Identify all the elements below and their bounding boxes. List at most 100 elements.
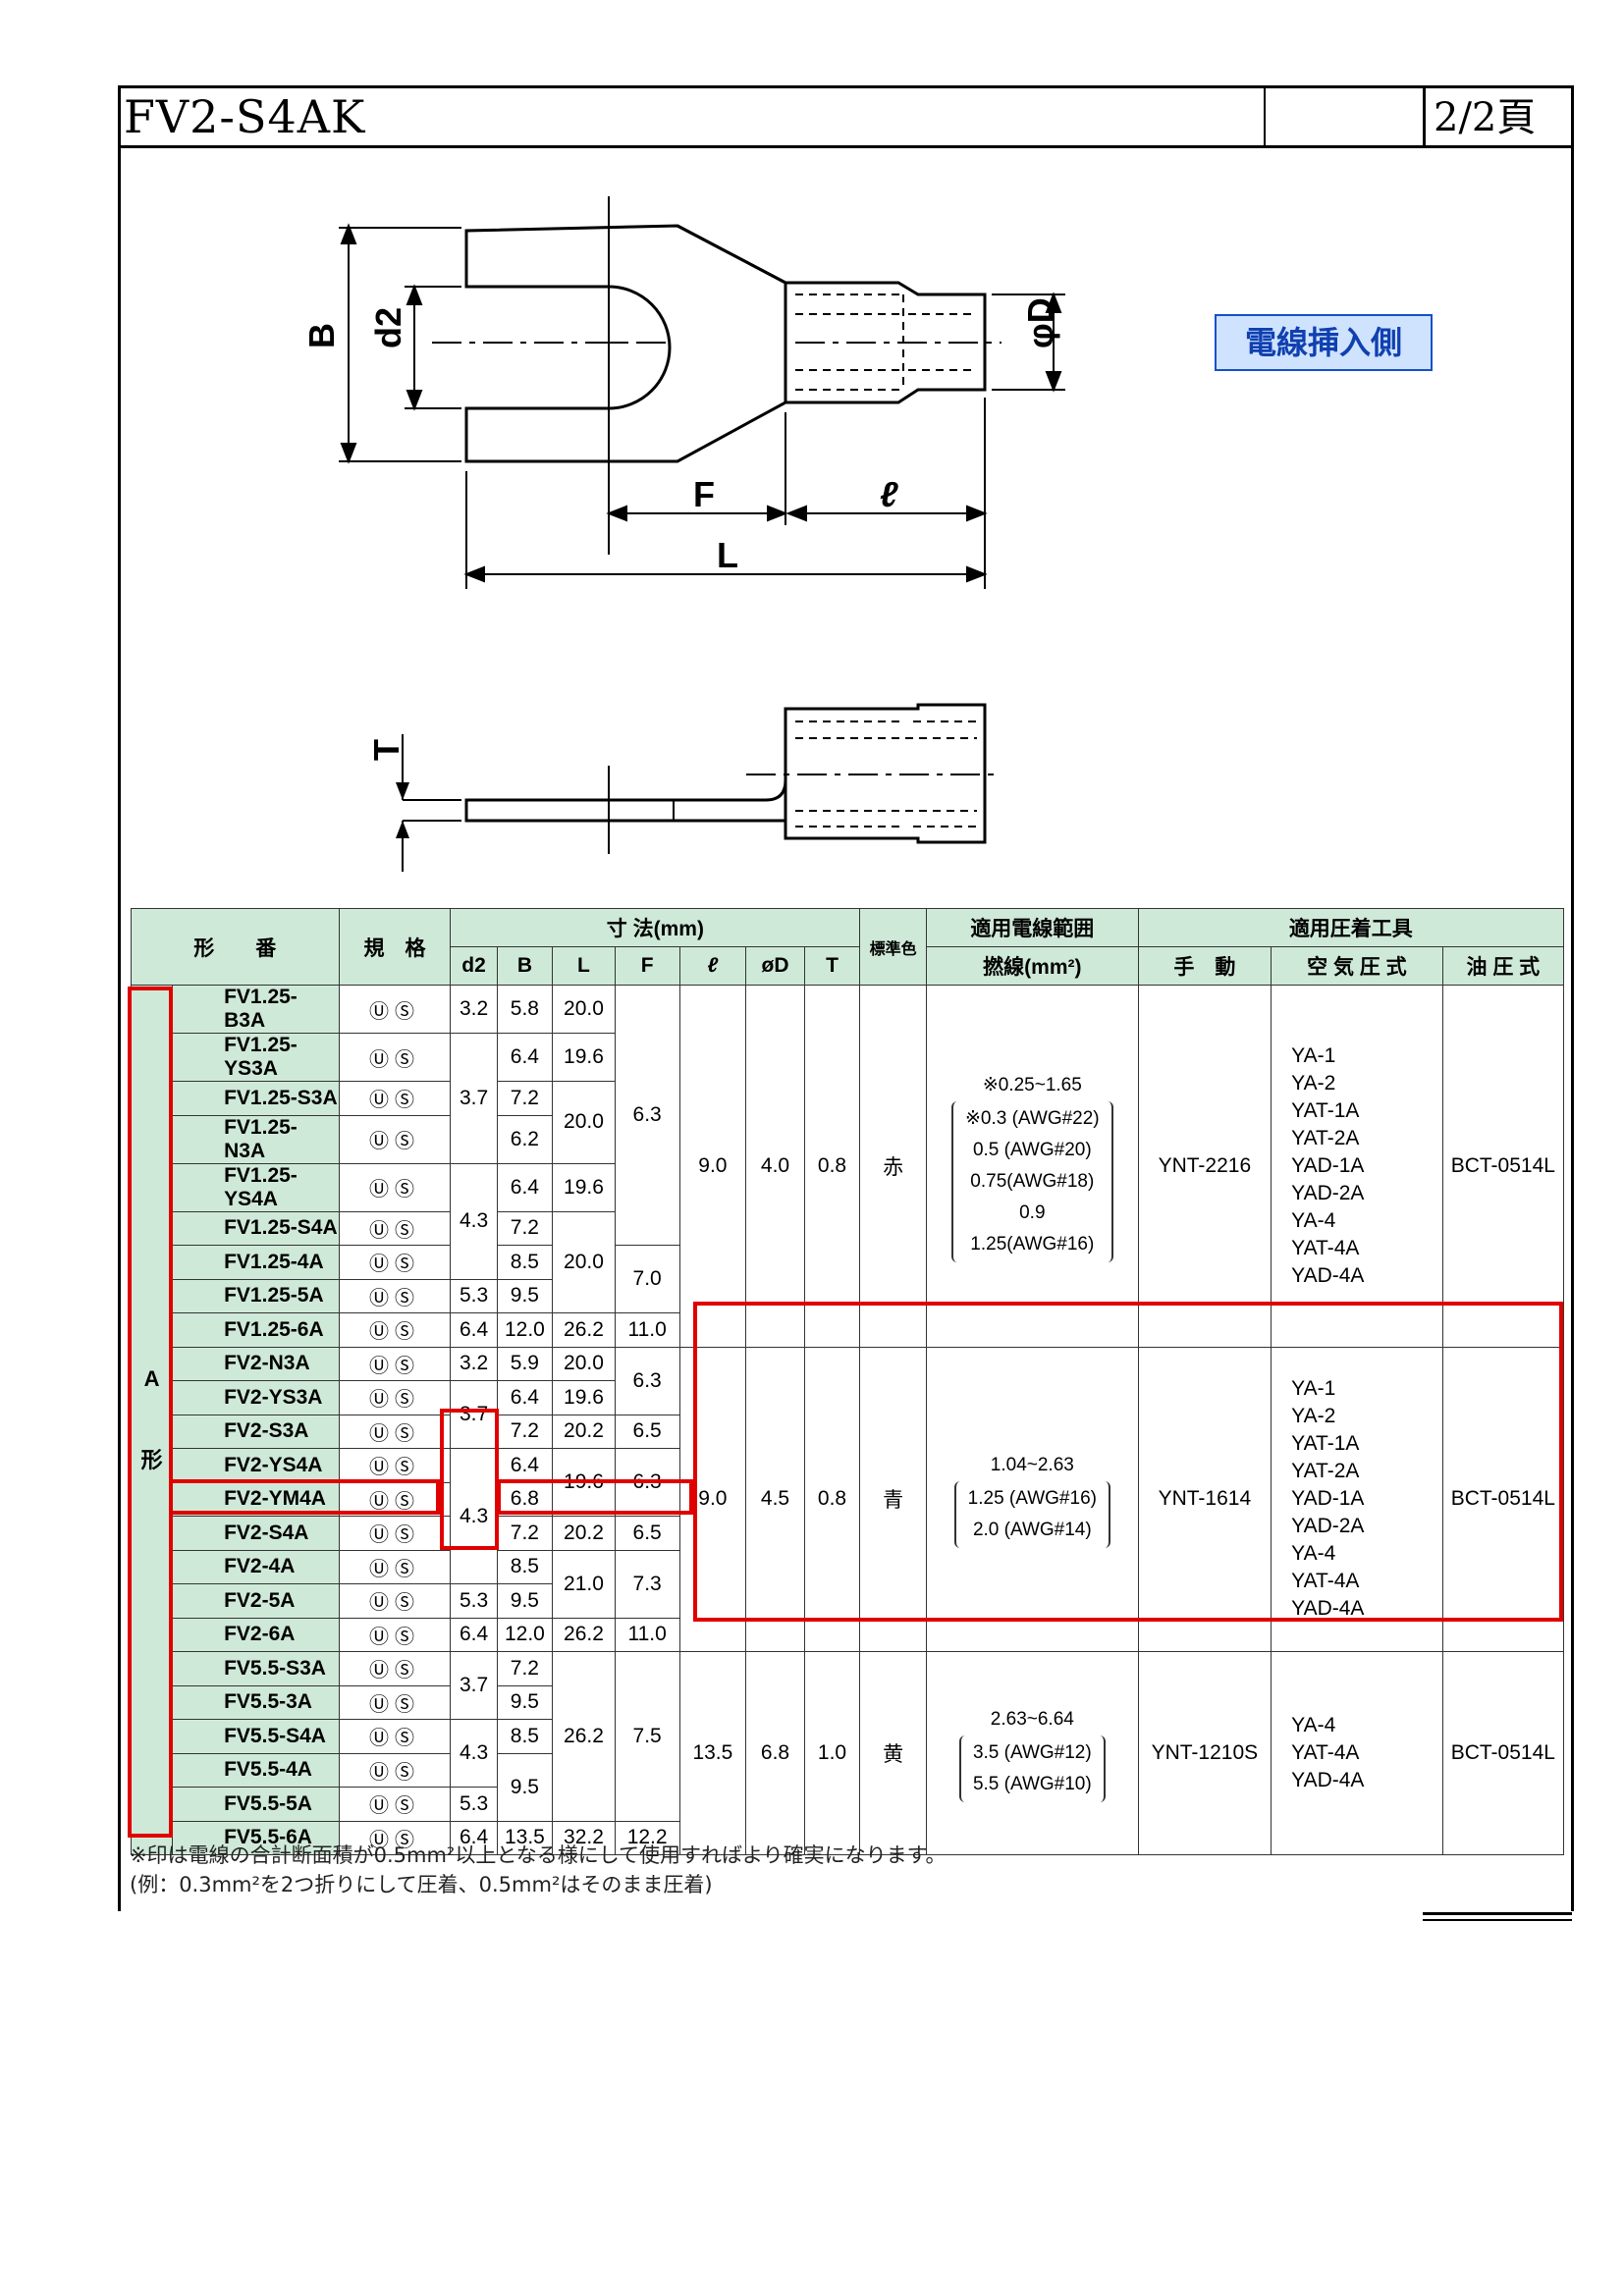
model-cell: FV5.5-6A xyxy=(172,1820,340,1855)
frame-left-line xyxy=(118,85,121,1911)
wire-range-cell: 1.04~2.63 1.25 (AWG#16)2.0 (AWG#14) xyxy=(926,1346,1139,1652)
phid-cell: 4.5 xyxy=(745,1346,805,1652)
model-cell: FV1.25-6A xyxy=(172,1312,340,1348)
ell-cell: 13.5 xyxy=(678,1651,747,1855)
b-cell: 7.2 xyxy=(496,1651,554,1686)
table-row: FV2-4A ⓊⓈ 8.5 21.0 7.3 xyxy=(132,1549,1564,1619)
f-cell: 12.2 xyxy=(614,1820,680,1855)
t-cell: 0.8 xyxy=(803,1346,861,1652)
l-cell: 20.0 xyxy=(552,1210,616,1313)
table-row: FV2-5A ⓊⓈ 5.3 9.5 xyxy=(132,1583,1564,1619)
model-cell: FV5.5-5A xyxy=(172,1787,340,1822)
d2-cell: 3.2 xyxy=(450,1346,498,1381)
table-row: FV5.5-4A ⓊⓈ 9.5 xyxy=(132,1752,1564,1822)
table-row: FV2-S3A ⓊⓈ 7.2 20.2 6.5 xyxy=(132,1414,1564,1449)
col-tools: 適用圧着工具 xyxy=(1137,908,1565,947)
ul-csa-icon: ⓊⓈ xyxy=(338,1651,452,1686)
model-cell: FV2-S4A xyxy=(172,1516,340,1551)
model-cell: FV2-S3A xyxy=(172,1414,340,1449)
d2-cell: 6.4 xyxy=(450,1312,498,1348)
l-cell: 26.2 xyxy=(552,1617,616,1652)
color-cell: 赤 xyxy=(859,985,928,1348)
l-cell: 20.2 xyxy=(552,1414,616,1449)
model-cell: FV5.5-S3A xyxy=(172,1651,340,1686)
model-cell: FV5.5-S4A xyxy=(172,1719,340,1754)
table-row: FV2-YM4A ⓊⓈ 6.8 xyxy=(132,1481,1564,1517)
d2-cell: 3.2 xyxy=(450,985,498,1034)
ul-csa-icon: ⓊⓈ xyxy=(338,1380,452,1415)
b-cell: 7.2 xyxy=(496,1414,554,1449)
model-cell: FV1.25-S3A xyxy=(172,1081,340,1116)
frame-top-line xyxy=(118,85,1574,88)
end-mark-line xyxy=(1423,1919,1572,1921)
spec-table: 形 番 規 格 寸 法(mm) 標準色 適用電線範囲 適用圧着工具 d2 B L… xyxy=(130,908,1565,1855)
b-cell: 6.4 xyxy=(496,1033,554,1082)
highlight-dimension-row xyxy=(497,1479,693,1515)
wire-range-cell: ※0.25~1.65 ※0.3 (AWG#22)0.5 (AWG#20)0.75… xyxy=(926,985,1139,1348)
dim-label-f: F xyxy=(693,474,715,514)
page-title: FV2-S4AK xyxy=(124,90,366,143)
color-cell: 黄 xyxy=(859,1651,928,1855)
model-cell: FV2-YS4A xyxy=(172,1448,340,1483)
col-b: B xyxy=(496,946,554,986)
model-cell: FV5.5-4A xyxy=(172,1752,340,1788)
crimp-sleeve-edge xyxy=(677,224,786,285)
ul-csa-icon: ⓊⓈ xyxy=(338,1583,452,1619)
b-cell: 12.0 xyxy=(496,1617,554,1652)
l-cell: 20.0 xyxy=(552,985,616,1034)
d2-cell: 5.3 xyxy=(450,1583,498,1619)
b-cell: 7.2 xyxy=(496,1210,554,1246)
b-cell: 5.8 xyxy=(496,985,554,1034)
f-cell: 6.3 xyxy=(614,1346,680,1415)
manual-tool-cell: YNT-2216 xyxy=(1137,985,1272,1348)
d2-cell: 5.3 xyxy=(450,1278,498,1313)
ul-csa-icon: ⓊⓈ xyxy=(338,1820,452,1855)
model-cell: FV1.25-YS4A xyxy=(172,1162,340,1212)
end-mark-line xyxy=(1423,1912,1572,1915)
col-l: L xyxy=(552,946,616,986)
col-d2: d2 xyxy=(450,946,498,986)
ul-csa-icon: ⓊⓈ xyxy=(338,1346,452,1381)
model-cell: FV5.5-3A xyxy=(172,1684,340,1720)
d2-cell: 3.7 xyxy=(450,1380,498,1449)
table-row: FV5.5-S3A ⓊⓈ 3.7 7.2 26.2 7.5 13.5 6.8 1… xyxy=(132,1651,1565,1855)
col-standard: 規 格 xyxy=(338,908,452,986)
model-cell: FV1.25-N3A xyxy=(172,1114,340,1164)
table-row: FV5.5-6A ⓊⓈ 6.4 13.5 32.2 12.2 xyxy=(132,1820,1564,1855)
dim-label-phid: φD xyxy=(1020,297,1060,348)
b-cell: 6.4 xyxy=(496,1448,554,1483)
model-cell: FV1.25-4A xyxy=(172,1245,340,1280)
table-row: FV2-YS3A ⓊⓈ 3.7 6.4 19.6 xyxy=(132,1380,1564,1449)
model-cell: FV2-5A xyxy=(172,1583,340,1619)
phid-cell: 4.0 xyxy=(745,985,805,1348)
col-dimensions: 寸 法(mm) xyxy=(450,908,861,947)
footnote: ※印は電線の合計断面積が0.5mm²以上となる様にして使用すればより確実になりま… xyxy=(130,1843,947,1896)
d2-cell: 5.3 xyxy=(450,1787,498,1822)
col-ell: ℓ xyxy=(678,946,747,986)
l-cell: 26.2 xyxy=(552,1651,616,1822)
d2-cell: 4.3 xyxy=(450,1162,498,1280)
l-cell: 26.2 xyxy=(552,1312,616,1348)
b-cell: 9.5 xyxy=(496,1684,554,1720)
ul-csa-icon: ⓊⓈ xyxy=(338,1516,452,1551)
ul-csa-icon: ⓊⓈ xyxy=(338,1245,452,1280)
ul-csa-icon: ⓊⓈ xyxy=(338,1787,452,1822)
ul-csa-icon: ⓊⓈ xyxy=(338,1081,452,1116)
d2-cell: 4.3 xyxy=(450,1719,498,1788)
b-cell: 6.4 xyxy=(496,1380,554,1415)
l-cell: 19.6 xyxy=(552,1162,616,1212)
f-cell: 7.0 xyxy=(614,1245,680,1313)
ul-csa-icon: ⓊⓈ xyxy=(338,1312,452,1348)
l-cell: 32.2 xyxy=(552,1820,616,1855)
highlight-group-columns xyxy=(693,1302,1563,1622)
ul-csa-icon: ⓊⓈ xyxy=(338,985,452,1034)
table-row: FV2-YS4A ⓊⓈ 4.3 6.4 19.6 6.3 xyxy=(132,1448,1564,1584)
col-strand: 撚線(mm²) xyxy=(926,946,1139,986)
table-row: FV2-S4A ⓊⓈ 7.2 20.2 6.5 xyxy=(132,1516,1564,1551)
dim-label-d2: d2 xyxy=(368,307,408,348)
table-row: FV1.25-6A ⓊⓈ 6.4 12.0 26.2 11.0 xyxy=(132,1312,1564,1348)
ul-csa-icon: ⓊⓈ xyxy=(338,1162,452,1212)
b-cell: 7.2 xyxy=(496,1516,554,1551)
